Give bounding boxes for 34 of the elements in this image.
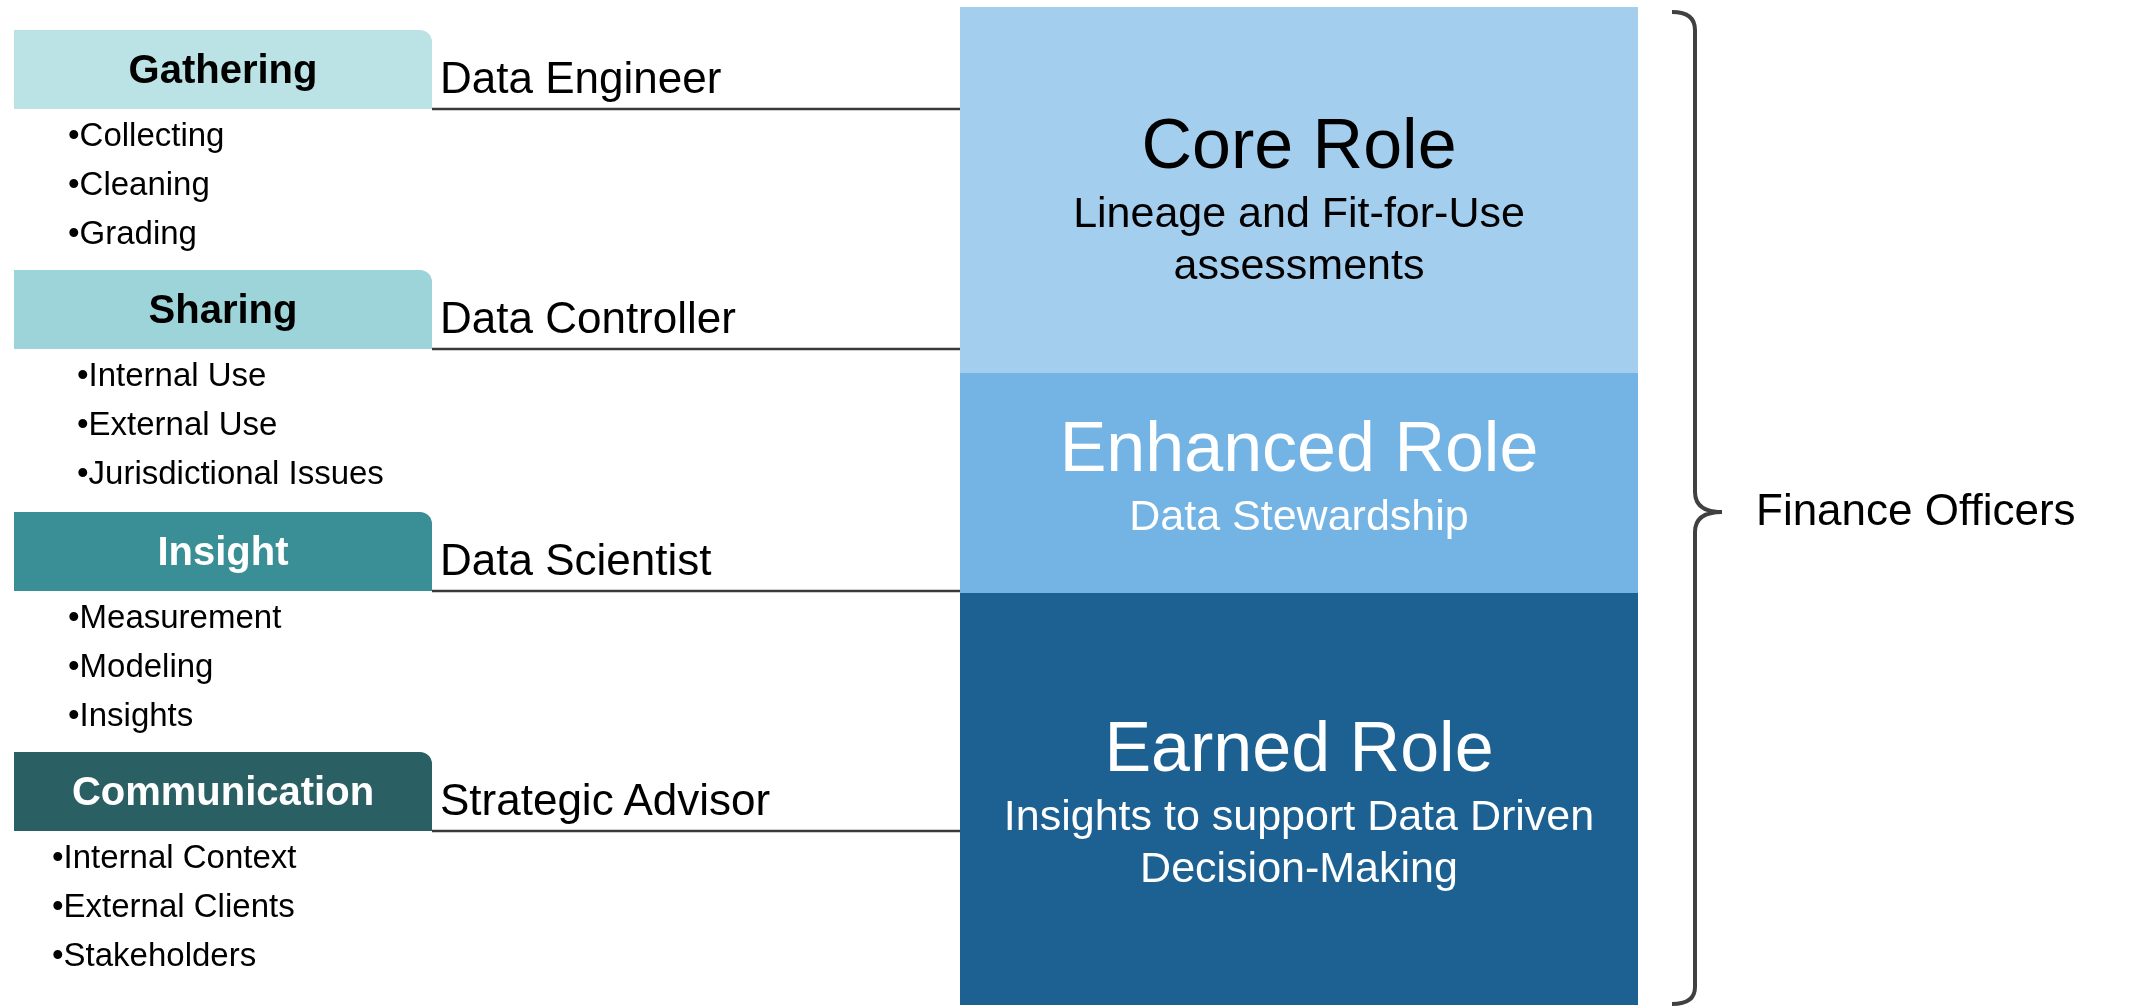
role-description: Insights to support Data Driven Decision-Making — [1002, 790, 1596, 893]
role-title: Earned Role — [1104, 707, 1494, 788]
bullet-item: •Collecting — [68, 116, 225, 154]
edge-label: Data Engineer — [440, 53, 722, 103]
bullet-item: •Cleaning — [68, 165, 210, 203]
role-block — [960, 593, 1638, 1005]
connector-line — [432, 347, 960, 351]
bullet-item: •External Clients — [52, 887, 295, 925]
connector-line — [432, 107, 960, 111]
category-tab: Gathering — [14, 30, 432, 109]
group-label: Finance Officers — [1756, 485, 2076, 535]
bullet-item: •Insights — [68, 696, 194, 734]
category-tab: Communication — [14, 752, 432, 831]
bullet-item: •External Use — [77, 405, 278, 443]
edge-label: Data Scientist — [440, 535, 712, 585]
connector-line — [432, 829, 960, 833]
bullet-item: •Internal Use — [77, 356, 267, 394]
role-title: Enhanced Role — [1059, 407, 1539, 488]
category-tab: Insight — [14, 512, 432, 591]
bullet-item: •Stakeholders — [52, 936, 257, 974]
bullet-item: •Internal Context — [52, 838, 297, 876]
edge-label: Strategic Advisor — [440, 775, 771, 825]
edge-label: Data Controller — [440, 293, 736, 343]
bullet-item: •Grading — [68, 214, 197, 252]
bullet-item: •Jurisdictional Issues — [77, 454, 384, 492]
category-tab: Sharing — [14, 270, 432, 349]
role-description: Data Stewardship — [1129, 490, 1469, 541]
role-block — [960, 373, 1638, 593]
bullet-item: •Modeling — [68, 647, 214, 685]
role-block — [960, 7, 1638, 373]
role-title: Core Role — [1141, 104, 1457, 185]
bullet-item: •Measurement — [68, 598, 282, 636]
connector-line — [432, 589, 960, 593]
role-description: Lineage and Fit-for-Use assessments — [1072, 187, 1526, 290]
